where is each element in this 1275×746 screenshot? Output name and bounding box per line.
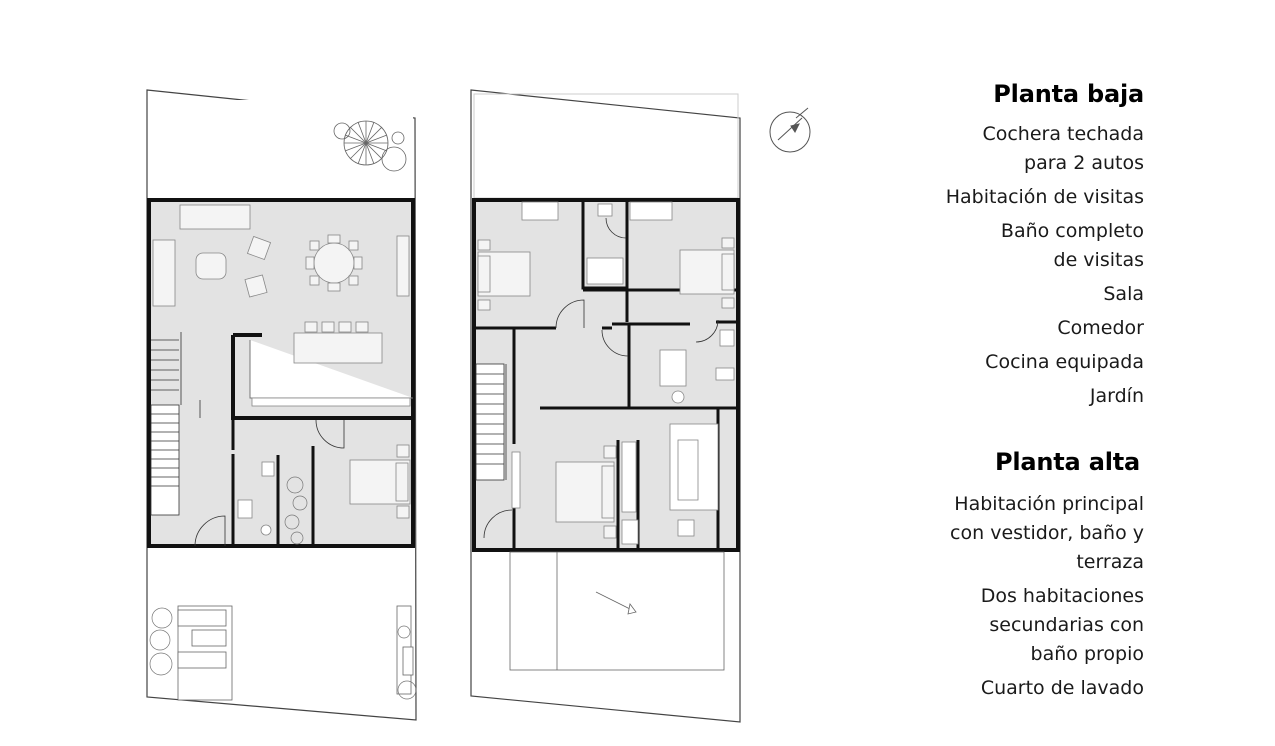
laundry-room — [659, 329, 735, 404]
sofa — [152, 204, 410, 307]
legend-item: Comedor — [1057, 317, 1144, 339]
garage-area — [149, 100, 413, 198]
upper-lot-outline — [470, 89, 741, 723]
kitchen-counter — [251, 397, 411, 407]
stair-icon — [475, 363, 507, 481]
ground-walls — [147, 198, 415, 548]
legend-item: Cuarto de lavado — [980, 677, 1144, 699]
secondary-bed-2 — [679, 237, 735, 309]
legend-item: Habitación principal con vestidor, baño … — [950, 493, 1144, 573]
stair-icon — [150, 332, 182, 516]
guest-bathroom — [237, 461, 275, 536]
master-bed — [555, 445, 617, 539]
terrace — [509, 551, 725, 671]
legend-upper-floor: Planta alta Habitación principal con ves… — [950, 448, 1144, 708]
legend-item: Baño completo de visitas — [1000, 220, 1144, 271]
upper-floor-plan — [470, 89, 741, 723]
secondary-bed-1 — [477, 239, 531, 311]
legend-ground-floor: Planta baja Cochera techada para 2 autos… — [946, 80, 1144, 416]
legend-ground-floor-list: Cochera techada para 2 autos Habitación … — [946, 120, 1144, 411]
shared-bathroom — [586, 203, 624, 285]
guest-bed — [349, 444, 411, 519]
legend-ground-floor-title: Planta baja — [993, 80, 1144, 108]
legend-item: Jardín — [1089, 385, 1144, 407]
plant-icon — [284, 476, 308, 545]
legend-upper-floor-list: Habitación principal con vestidor, baño … — [950, 490, 1144, 703]
north-arrow-icon — [769, 107, 811, 153]
front-yard — [177, 605, 414, 701]
tree-icon — [333, 120, 407, 172]
legend-item: Cocina equipada — [985, 351, 1144, 373]
plant-icon — [149, 607, 417, 700]
floor-plans — [146, 89, 811, 723]
legend-upper-floor-title: Planta alta — [994, 448, 1140, 476]
dining-table — [305, 234, 363, 292]
kitchen-island — [293, 332, 383, 364]
legend-item: Habitación de visitas — [945, 186, 1144, 208]
legend-item: Cochera techada para 2 autos — [982, 123, 1144, 174]
walk-in-closet — [511, 441, 637, 513]
upper-walls — [472, 198, 740, 552]
legend-item: Sala — [1103, 283, 1144, 305]
ground-floor-plan — [146, 89, 417, 721]
master-bathroom — [621, 423, 719, 545]
legend-item: Dos habitaciones secundarias con baño pr… — [980, 585, 1144, 665]
